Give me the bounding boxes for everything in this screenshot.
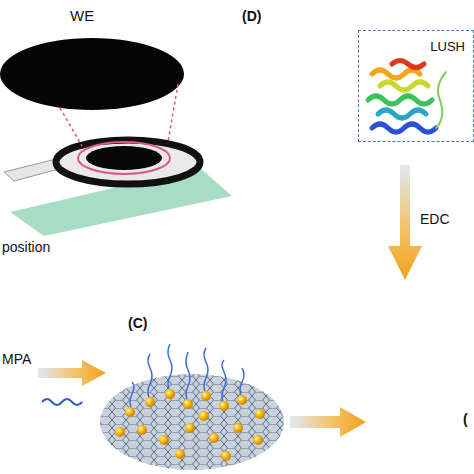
panel-label: (C) bbox=[128, 316, 147, 331]
protein-structure bbox=[368, 61, 446, 133]
mpa-strands bbox=[130, 344, 244, 410]
process-arrow bbox=[290, 407, 366, 437]
dashed-box: LUSH bbox=[358, 30, 474, 142]
working-electrode-disc bbox=[0, 38, 184, 110]
step-label: position bbox=[2, 240, 50, 255]
reagent-label: MPA bbox=[2, 352, 31, 367]
panel-label: (D) bbox=[242, 9, 261, 24]
part-label: WE bbox=[70, 8, 94, 25]
gold-nanoparticles bbox=[115, 389, 265, 461]
box-title: LUSH bbox=[367, 39, 465, 54]
graphene-disk bbox=[100, 374, 284, 470]
mpa-molecule bbox=[42, 399, 82, 405]
process-arrow bbox=[388, 165, 422, 280]
reagent-label: EDC bbox=[420, 212, 450, 227]
panel-label: ( bbox=[463, 412, 468, 427]
zoom-line bbox=[60, 108, 82, 146]
process-arrow bbox=[38, 360, 106, 386]
zoom-line bbox=[168, 84, 178, 142]
electrode-figure bbox=[4, 140, 232, 236]
